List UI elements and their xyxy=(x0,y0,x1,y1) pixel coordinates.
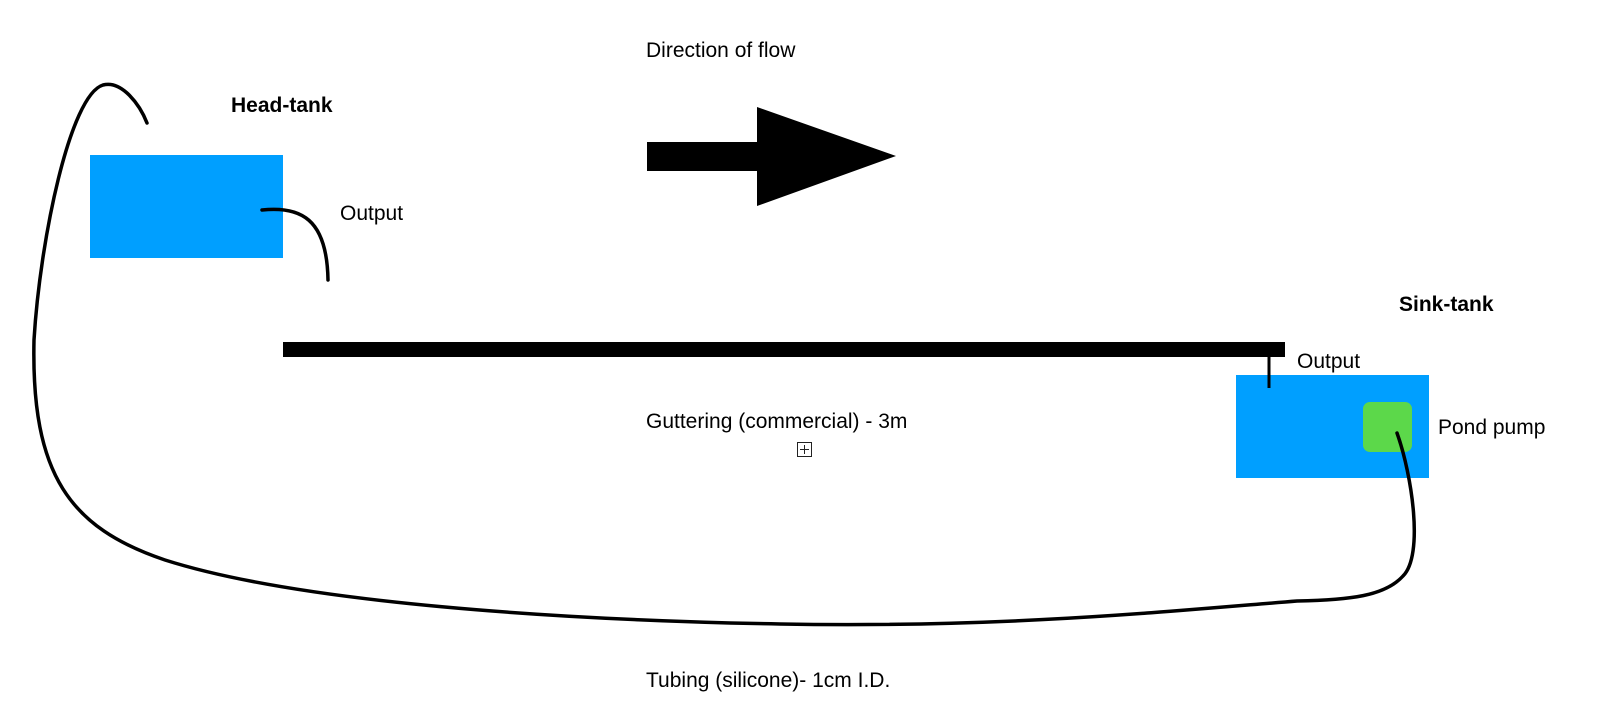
plus-square-icon[interactable] xyxy=(797,442,812,457)
sink-tank-output-label: Output xyxy=(1297,350,1361,373)
pond-pump-shape xyxy=(1363,402,1412,452)
head-tank-title: Head-tank xyxy=(231,94,333,117)
flow-direction-arrow xyxy=(647,107,896,206)
head-tank-output-label: Output xyxy=(340,202,404,225)
head-tank-shape xyxy=(90,155,283,258)
head-tank-output-pipe xyxy=(260,207,330,282)
direction-of-flow-label: Direction of flow xyxy=(646,39,796,62)
guttering-bar xyxy=(283,342,1285,357)
tubing-label: Tubing (silicone)- 1cm I.D. xyxy=(646,669,891,692)
sink-tank-title: Sink-tank xyxy=(1399,293,1494,316)
return-tubing-loop xyxy=(32,82,1417,627)
pond-pump-label: Pond pump xyxy=(1438,416,1546,439)
guttering-label: Guttering (commercial) - 3m xyxy=(646,410,908,433)
